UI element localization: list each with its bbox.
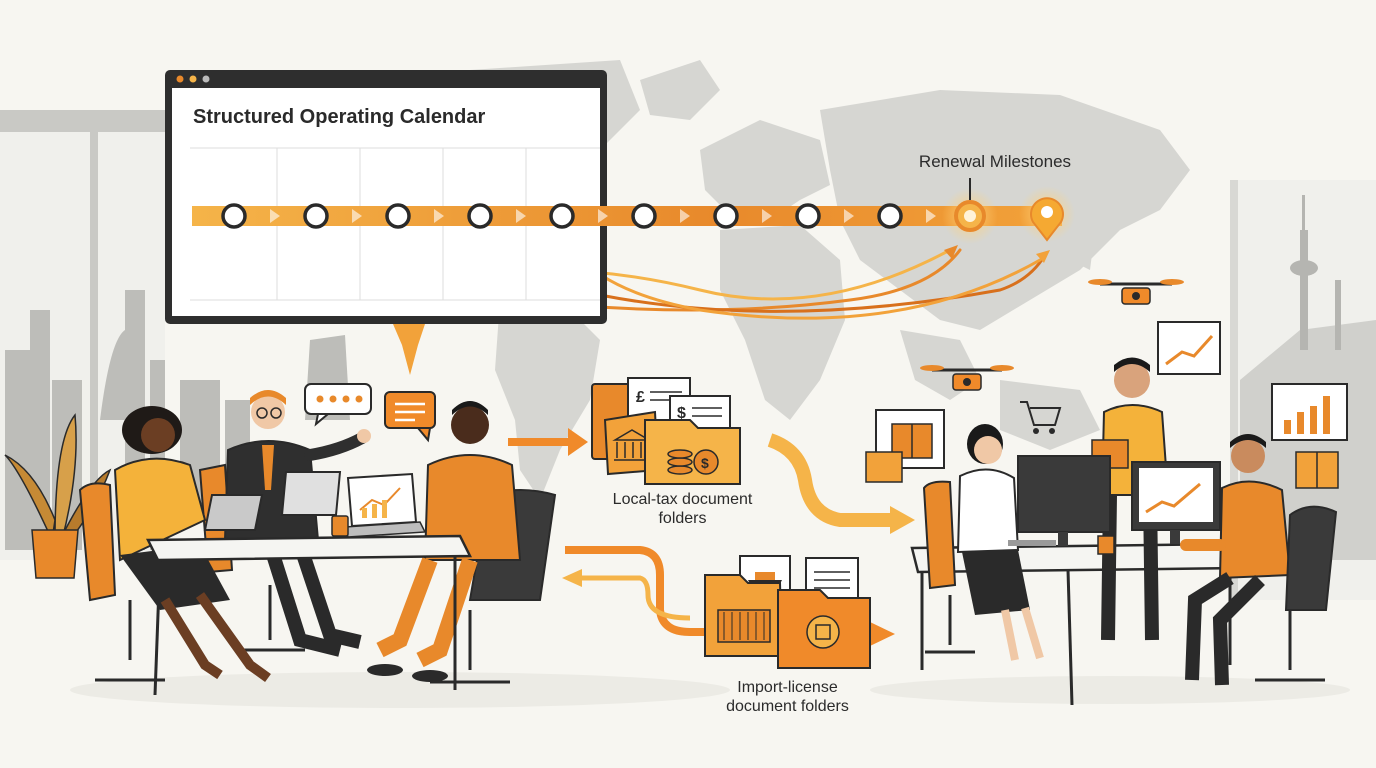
flow-arrows [508, 428, 915, 646]
drone-icon [920, 365, 1014, 391]
parcel-icon [1295, 451, 1339, 489]
seal-folder-icon [777, 589, 871, 669]
map-pin-icon [1019, 186, 1075, 242]
svg-text:$: $ [677, 405, 686, 422]
container-folder-icon [717, 609, 771, 643]
local-tax-folders-label: Local-tax document folders [612, 491, 753, 528]
import-license-folders-label: Import-license document folders [726, 679, 849, 716]
renewal-milestone-marker [942, 178, 998, 244]
timeline [192, 178, 1075, 244]
import-license-folders [704, 555, 871, 669]
calendar-grid [190, 147, 600, 301]
tower-icon [1290, 195, 1341, 350]
growth-chart-icon [1157, 321, 1221, 375]
renewal-milestones-label: Renewal Milestones [918, 152, 1072, 171]
calendar-title: Structured Operating Calendar [193, 106, 486, 128]
local-tax-folders: £ $ $ [591, 377, 741, 485]
operations-team [865, 279, 1348, 706]
world-map [470, 60, 1190, 500]
message-icon [384, 391, 436, 443]
svg-text:$: $ [701, 455, 709, 471]
calendar-window [165, 70, 607, 324]
window-dots-icon [176, 75, 210, 83]
parcel-icon [865, 451, 903, 483]
svg-text:£: £ [636, 389, 645, 406]
growth-chart-icon [1271, 383, 1348, 441]
meeting-team [4, 390, 557, 696]
calendar-pointer [393, 324, 425, 375]
coins-folder-icon: $ [644, 419, 741, 485]
milestone-markers [221, 203, 903, 229]
shopping-cart-icon [1020, 401, 1062, 434]
laptop-chart-icon [344, 472, 427, 538]
drone-icon [1088, 279, 1184, 305]
coffee-cup-icon [331, 515, 349, 537]
speech-bubble-icon [304, 383, 372, 427]
